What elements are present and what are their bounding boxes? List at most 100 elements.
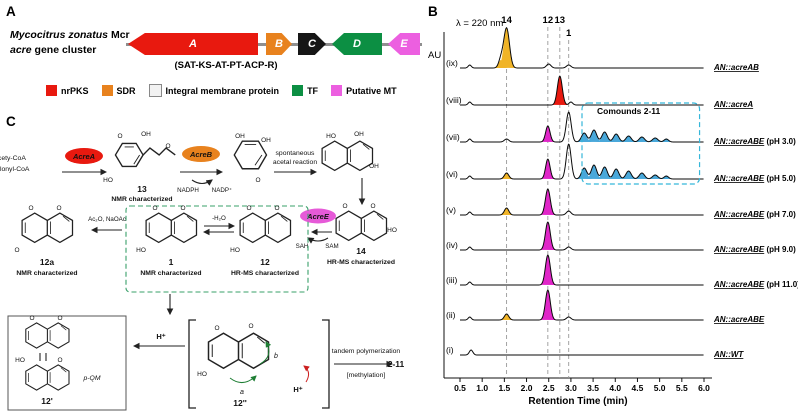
- gene-arrow-D: D: [332, 33, 382, 55]
- tf-swatch: [292, 85, 304, 96]
- atom-label: O: [152, 205, 157, 212]
- x-axis-title: Retention Time (min): [528, 396, 627, 407]
- trace-id: (iii): [446, 275, 457, 285]
- atom-label: OH: [354, 131, 364, 138]
- compound-13-note: NMR characterized: [111, 196, 172, 203]
- atom-label: O: [255, 177, 260, 184]
- h-plus-red-label: H⁺: [293, 385, 302, 394]
- chromatogram-trace-(viii): [460, 75, 704, 106]
- atom-label: HO: [103, 177, 113, 184]
- x-tick-label: 6.0: [698, 383, 710, 393]
- nadph-label: NADPH: [177, 187, 199, 194]
- atom-label: HO: [197, 371, 207, 378]
- tandem-polymerization-step: tandem polymerization [methylation] 2-11: [332, 348, 405, 379]
- atom-label: O: [29, 315, 34, 322]
- strain-label: AN::acreABE (pH 7.0): [713, 210, 796, 219]
- spontaneous-step: spontaneous acetal reaction: [273, 150, 317, 176]
- nadph-curve-arrow: [191, 179, 213, 186]
- pqm-top-structure: [25, 322, 70, 349]
- trace-id: (iv): [446, 240, 458, 250]
- h-plus-label: H⁺: [156, 332, 165, 341]
- gene-cluster-diagram: A B C D E: [126, 30, 424, 58]
- sam-curve-arrow: [307, 237, 329, 244]
- characterized-compounds-box: [125, 205, 309, 293]
- peak-fill: [540, 290, 556, 320]
- panel-a-label: A: [6, 4, 16, 19]
- gene-label-C: C: [308, 38, 316, 50]
- peak-fill: [540, 126, 555, 142]
- sam-label: SAM: [325, 243, 338, 250]
- compound-12pp-structure: [207, 332, 270, 369]
- spontaneous-label-1: spontaneous: [276, 150, 316, 157]
- atom-label: HO: [387, 227, 397, 234]
- curved-arrow-a: [229, 375, 257, 383]
- tandem-label-1: tandem polymerization: [332, 348, 401, 355]
- strain-label: AN::acreABE (pH 5.0): [713, 174, 796, 183]
- legend-label: Putative MT: [346, 85, 397, 96]
- arrow-a-label: a: [240, 389, 244, 396]
- compound-12-note: HR-MS characterized: [231, 270, 299, 277]
- intermediate-structure: OH OH O: [233, 133, 271, 184]
- strain-label: AN::WT: [713, 350, 744, 359]
- compound-14: O O HO 14 HR-MS characterized: [327, 203, 397, 266]
- atom-label: OH: [261, 137, 271, 144]
- left-bracket: [188, 319, 196, 409]
- atom-label: O: [214, 325, 219, 332]
- compound-1-number: 1: [169, 257, 174, 267]
- pks-domain-annotation: (SAT-KS-AT-PT-ACP-R): [174, 60, 278, 71]
- x-tick-label: 0.5: [454, 383, 466, 393]
- legend-label: TF: [307, 85, 319, 96]
- trace-id: (viii): [446, 95, 462, 105]
- substrate-malonyl-coa: malonyl-CoA: [0, 166, 30, 173]
- ac2o-label: Ac₂O, NaOAc: [88, 216, 126, 223]
- peak-number-1: 1: [566, 28, 572, 39]
- biosynthesis-scheme: acety-CoA malonyl-CoA AcreA O OH HO O 13…: [0, 131, 405, 411]
- gene-arrow-C: C: [298, 33, 326, 55]
- compound-12: O O HO 12 HR-MS characterized: [230, 205, 299, 277]
- strain-label: AN::acreA: [713, 100, 753, 109]
- compound-1: O O HO 1 NMR characterized: [136, 205, 201, 277]
- chromatogram-trace-(v): [460, 188, 704, 216]
- organism-suffix: Mcr: [108, 29, 130, 41]
- atom-label: O: [165, 143, 170, 150]
- trace-id: (i): [446, 345, 454, 355]
- legend-item-sdr: SDR: [101, 85, 136, 96]
- compound-1-note: NMR characterized: [140, 270, 201, 277]
- strain-label: AN::acreABE: [713, 315, 765, 324]
- atom-label: O: [180, 205, 185, 212]
- acree-label: AcreE: [306, 212, 330, 221]
- atom-label: O: [28, 205, 33, 212]
- atom-label: HO: [230, 247, 240, 254]
- x-tick-label: 2.5: [543, 383, 555, 393]
- peak-fill: [552, 76, 568, 105]
- trace-id: (ix): [446, 58, 458, 68]
- legend-item-tf: TF: [292, 85, 318, 96]
- trace-id: (vi): [446, 169, 458, 179]
- peak-number-13: 13: [555, 15, 566, 26]
- peak-number-14: 14: [501, 15, 512, 26]
- strain-label: AN::acreABE (pH 3.0): [713, 137, 796, 146]
- x-tick-label: 1.5: [498, 383, 510, 393]
- legend-label: SDR: [116, 85, 136, 96]
- legend-label: Integral membrane protein: [165, 85, 280, 96]
- legend-item-membrane-protein: Integral membrane protein: [148, 84, 280, 97]
- membrane-protein-swatch: [148, 84, 162, 97]
- panel-b-label: B: [428, 4, 438, 19]
- atom-label: O: [342, 203, 347, 210]
- chromatogram-trace-(i): [460, 349, 704, 356]
- acreb-label: AcreB: [189, 150, 213, 159]
- acreb-step: AcreB NADPH NADP⁺: [177, 146, 232, 194]
- compound-12a: O O O 12a NMR characterized: [14, 205, 77, 277]
- cluster-legend: nrPKS SDR Integral membrane protein TF P…: [46, 84, 397, 97]
- compound-12a-note: NMR characterized: [16, 270, 77, 277]
- atom-label: HO: [15, 357, 25, 364]
- compound-12-double-prime: O O HO a b H⁺ 12'': [197, 323, 310, 408]
- atom-label: HO: [136, 247, 146, 254]
- acrea-oval: [65, 148, 103, 164]
- peak-fill: [540, 189, 556, 215]
- trace-id: (v): [446, 205, 456, 215]
- tandem-label-2: [methylation]: [347, 372, 386, 379]
- substrate-acetyl-coa: acety-CoA: [0, 155, 26, 162]
- atom-label: O: [246, 205, 251, 212]
